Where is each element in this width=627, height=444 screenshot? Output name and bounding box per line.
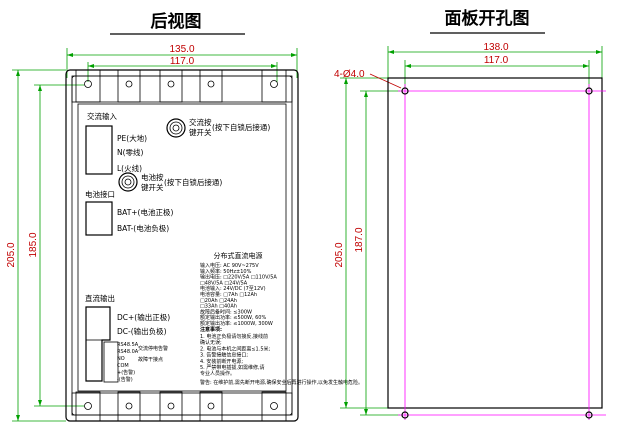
hole-centerlines [398,84,606,420]
bottom-mounting-tabs [75,391,287,422]
panel-dim-hole-height [360,90,400,416]
top-mounting-tabs [75,69,287,103]
relay-terminal [103,341,119,383]
mounting-holes [401,87,593,419]
label-bat-switch-note: (按下自锁后接通) [164,177,222,187]
hole-dia-leader [369,73,402,89]
label-ac-switch-note: (按下自锁后接通) [212,122,270,132]
panel-dim-overall-height [340,77,390,409]
dc-output-terminal [85,306,111,382]
label-ac-switch-a: 交流按 [189,117,212,127]
label-small-5: +(告警) [117,369,135,376]
label-pe: PE(大地) [117,133,147,143]
rear-dim-overall-height-text: 205.0 [6,242,17,267]
spec-line-9: 故障后备时间: ≤300W [200,308,252,315]
label-small-r1: 交流停电告警 [138,345,168,352]
spec-line-1: 输入电压: AC 90V~275V [200,262,259,269]
mounting-hole-top-right [585,87,593,95]
rear-dim-overall-height [12,69,66,422]
label-n: N(零线) [117,147,144,157]
label-ac-input: 交流输入 [87,111,117,121]
ac-switch-icon [166,118,186,138]
label-small-3: NO [117,356,125,362]
panel-dim-hole-width-text: 117.0 [484,55,509,66]
label-small-1: RS48.5A [117,342,139,348]
notes-line-4: 3. 告警接触信息接口; [200,352,248,359]
panel-cutout-title: 面板开孔图 [445,8,530,29]
spec-line-10: 额定输出功率: ≤500W, 60% [200,314,266,321]
spec-line-4: □48V/5A □24V/5A [200,280,248,286]
notes-title: 注意事项: [200,326,222,333]
spec-line-11: 额定输出功率: ≤1000W, 300W [200,320,273,327]
label-small-r2: 故障干接点 [138,356,163,363]
label-bat-switch-a: 电池按 [141,172,164,182]
warning-text: 警告: 在维护前,需先断开电源,确保安全后再进行操作,以免发生触电危险。 [200,379,363,386]
notes-line-3: 2. 电池与本机之间距离≤1.5米; [200,345,271,352]
spec-line-2: 输入频率: 50Hz±10% [200,268,252,275]
spec-line-6: 电池容量: □7Ah □12Ah [200,291,257,298]
label-small-6: -(告警) [117,376,133,383]
label-ac-switch-b: 键开关 [189,127,212,137]
notes-line-5: 4. 安装前断开电源; [200,358,243,365]
rear-dim-hole-width [87,62,278,82]
label-dc-minus: DC-(输出负极) [117,326,167,336]
rear-dim-hole-height-text: 185.0 [28,232,39,257]
panel-dim-overall-width-text: 138.0 [483,42,508,53]
notes-line-6: 5. 严禁带电插拔,如需维修,请 [200,364,265,371]
label-dc-output: 直流输出 [85,293,115,303]
spec-line-5: 电池输入: 24V/DC (7至12V) [200,285,266,292]
battery-switch-icon [118,172,138,192]
notes-lines: 1. 电池正负极请勿接反,接线前 确认无误;2. 电池与本机之间距离≤1.5米;… [200,333,271,377]
label-small-4: COM [117,363,129,369]
panel-hole-dia-text: 4-Ø4.0 [334,69,365,80]
label-bat-minus: BAT-(电池负极) [117,223,169,233]
panel-cutout-rect [387,77,603,409]
spec-line-8: □33Ah □40Ah [200,304,237,310]
battery-port-terminal [85,201,113,236]
panel-dim-hole-height-text: 187.0 [354,227,365,252]
rear-view-title: 后视图 [151,11,202,32]
rear-dim-overall-width-text: 135.0 [169,44,194,55]
notes-line-2: 确认无误; [200,339,222,346]
notes-line-7: 专业人员操作。 [200,370,235,377]
spec-line-7: □20Ah □24Ah [200,298,237,304]
mounting-hole-top-left [401,87,409,95]
spec-line-3: 输出电压: □220V/5A □110V/5A [200,274,277,281]
label-small-2: RS48.0A [117,349,139,355]
rear-dim-overall-width [66,48,298,78]
label-dc-plus: DC+(输出正极) [117,312,170,322]
panel-dim-hole-width [404,60,590,88]
label-l: L(火线) [117,163,142,173]
rear-dim-hole-height [34,84,84,407]
ac-input-terminal [85,125,113,175]
notes-line-1: 1. 电池正负极请勿接反,接线前 [200,333,268,340]
mounting-hole-bottom-right [585,411,593,419]
rear-dim-hole-width-text: 117.0 [170,56,195,67]
spec-title: 分布式直流电源 [214,251,263,260]
label-battery-port: 电池接口 [85,189,115,199]
panel-dim-overall-height-text: 205.0 [334,242,345,267]
label-bat-plus: BAT+(电池正极) [117,207,173,217]
mounting-hole-bottom-left [401,411,409,419]
label-bat-switch-b: 键开关 [141,182,164,192]
